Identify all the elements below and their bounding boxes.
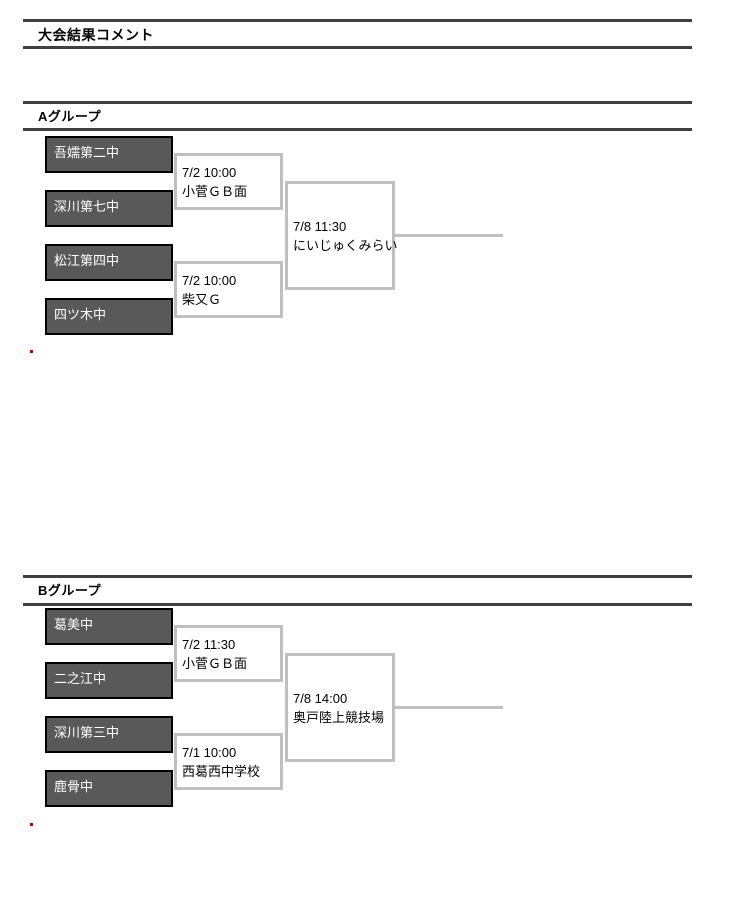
winner-connector-line — [395, 234, 503, 237]
marker-dot — [30, 823, 33, 826]
team-box: 松江第四中 — [45, 244, 173, 281]
team-box: 深川第七中 — [45, 190, 173, 227]
match-venue: にいじゅくみらい — [293, 237, 398, 253]
match-box-semifinal-1: 7/2 10:00 小菅ＧＢ面 — [174, 153, 283, 210]
match-box-semifinal-1: 7/2 11:30 小菅ＧＢ面 — [174, 625, 283, 682]
divider — [23, 101, 692, 104]
match-datetime: 7/2 10:00 — [182, 272, 237, 288]
winner-connector-line — [395, 706, 503, 709]
match-box-final: 7/8 11:30 にいじゅくみらい — [285, 181, 398, 290]
match-datetime: 7/2 11:30 — [182, 636, 236, 652]
match-datetime: 7/2 10:00 — [182, 164, 237, 180]
comment-section-title: 大会結果コメント — [38, 27, 154, 43]
match-box-semifinal-2: 7/1 10:00 西葛西中学校 — [174, 733, 283, 790]
match-venue: 小菅ＧＢ面 — [182, 655, 248, 671]
divider — [23, 128, 692, 131]
team-box: 四ツ木中 — [45, 298, 173, 335]
divider — [23, 46, 692, 49]
match-venue: 西葛西中学校 — [182, 763, 261, 779]
divider — [23, 603, 692, 606]
divider — [23, 575, 692, 578]
match-box-final: 7/8 14:00 奥戸陸上競技場 — [285, 653, 395, 762]
team-box: 鹿骨中 — [45, 770, 173, 807]
bracket-group-a: 吾嬬第二中 深川第七中 松江第四中 四ツ木中 7/2 10:00 小菅ＧＢ面 7… — [45, 136, 510, 346]
team-box: 吾嬬第二中 — [45, 136, 173, 173]
match-datetime: 7/8 11:30 — [293, 218, 347, 234]
group-a-title: Aグループ — [38, 109, 102, 124]
match-box-semifinal-2: 7/2 10:00 柴又Ｇ — [174, 261, 283, 318]
group-b-title: Bグループ — [38, 583, 102, 598]
bracket-group-b: 葛美中 二之江中 深川第三中 鹿骨中 7/2 11:30 小菅ＧＢ面 7/1 1… — [45, 608, 510, 818]
match-venue: 柴又Ｇ — [182, 291, 222, 307]
match-datetime: 7/8 14:00 — [293, 690, 348, 706]
divider — [23, 19, 692, 22]
match-venue: 奥戸陸上競技場 — [293, 709, 385, 725]
team-box: 二之江中 — [45, 662, 173, 699]
match-datetime: 7/1 10:00 — [182, 744, 237, 760]
team-box: 深川第三中 — [45, 716, 173, 753]
marker-dot — [30, 350, 33, 353]
match-venue: 小菅ＧＢ面 — [182, 183, 248, 199]
team-box: 葛美中 — [45, 608, 173, 645]
